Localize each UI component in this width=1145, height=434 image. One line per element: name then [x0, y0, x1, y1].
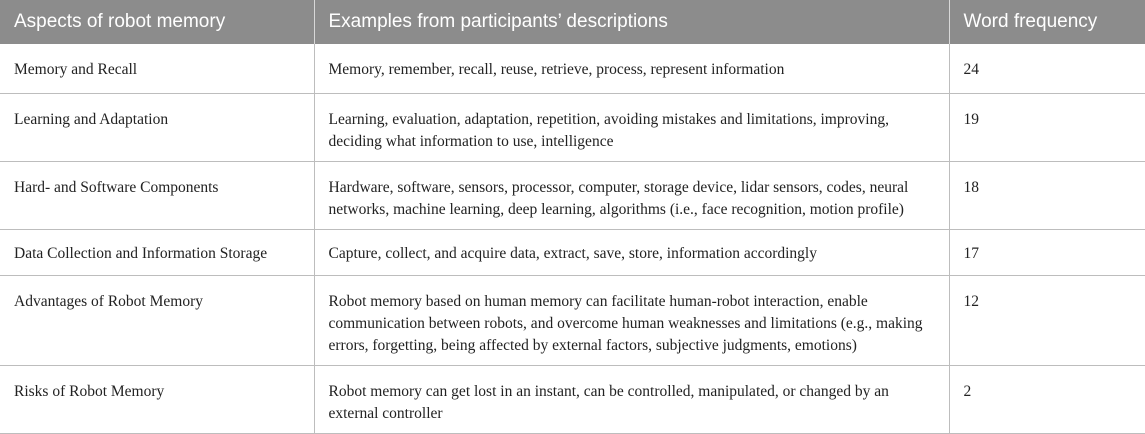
- cell-aspect: Learning and Adaptation: [0, 93, 315, 162]
- cell-examples: Robot memory can get lost in an instant,…: [314, 365, 950, 434]
- table-row: Learning and Adaptation Learning, evalua…: [0, 93, 1145, 162]
- cell-aspect: Hard- and Software Components: [0, 161, 315, 230]
- table-row: Risks of Robot Memory Robot memory can g…: [0, 365, 1145, 434]
- cell-aspect: Memory and Recall: [0, 44, 315, 94]
- cell-frequency: 24: [949, 44, 1145, 94]
- cell-examples: Robot memory based on human memory can f…: [314, 275, 950, 366]
- cell-frequency: 17: [949, 229, 1145, 276]
- cell-examples: Capture, collect, and acquire data, extr…: [314, 229, 950, 276]
- cell-frequency: 2: [949, 365, 1145, 434]
- cell-examples: Hardware, software, sensors, processor, …: [314, 161, 950, 230]
- table-header: Aspects of robot memory Examples from pa…: [0, 0, 1145, 44]
- table-row: Memory and Recall Memory, remember, reca…: [0, 44, 1145, 94]
- cell-examples: Learning, evaluation, adaptation, repeti…: [314, 93, 950, 162]
- cell-frequency: 18: [949, 161, 1145, 230]
- header-row: Aspects of robot memory Examples from pa…: [0, 0, 1145, 44]
- table-row: Hard- and Software Components Hardware, …: [0, 161, 1145, 230]
- table-row: Advantages of Robot Memory Robot memory …: [0, 275, 1145, 366]
- table-body: Memory and Recall Memory, remember, reca…: [0, 44, 1145, 434]
- cell-examples: Memory, remember, recall, reuse, retriev…: [314, 44, 950, 94]
- table-row: Data Collection and Information Storage …: [0, 229, 1145, 276]
- cell-aspect: Advantages of Robot Memory: [0, 275, 315, 366]
- header-word-frequency: Word frequency: [949, 0, 1145, 44]
- cell-aspect: Data Collection and Information Storage: [0, 229, 315, 276]
- header-aspects: Aspects of robot memory: [0, 0, 315, 44]
- cell-frequency: 19: [949, 93, 1145, 162]
- cell-aspect: Risks of Robot Memory: [0, 365, 315, 434]
- header-examples: Examples from participants’ descriptions: [314, 0, 950, 44]
- cell-frequency: 12: [949, 275, 1145, 366]
